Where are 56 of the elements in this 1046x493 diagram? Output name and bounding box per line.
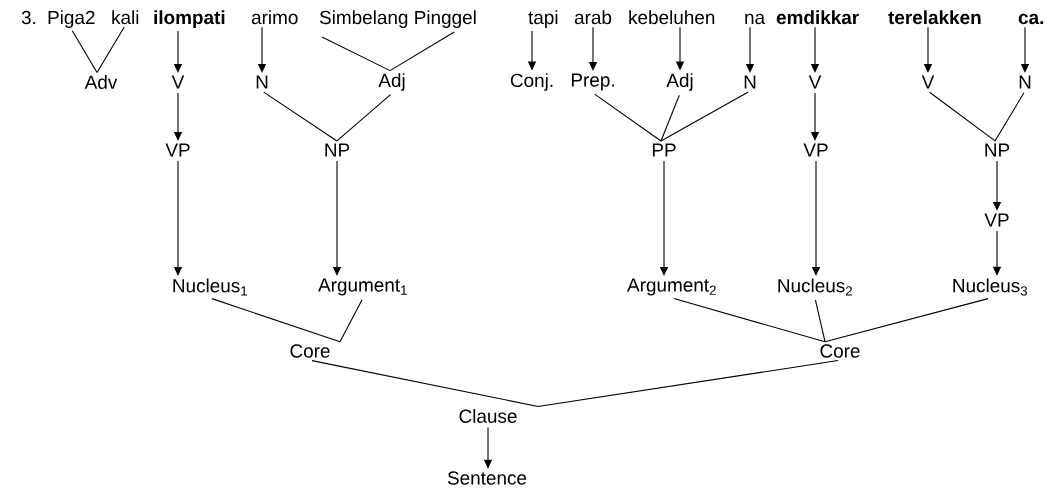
branch-line xyxy=(660,94,680,142)
branch-line xyxy=(594,93,662,142)
branch-line xyxy=(339,299,363,343)
sentence-word: terelakken xyxy=(888,10,981,25)
sentence-word: arab xyxy=(574,10,612,25)
sentence-word: tapi xyxy=(528,10,558,28)
example-number: 3. xyxy=(21,10,36,25)
branch-line xyxy=(929,91,996,142)
branch-line xyxy=(71,30,98,74)
sentence-word: kali xyxy=(112,10,139,25)
sentence-word: na xyxy=(745,13,766,25)
branch-line xyxy=(673,298,826,343)
sentence-word: arimo xyxy=(251,10,298,25)
category-label: Clause xyxy=(459,409,517,423)
category-label: Adj xyxy=(666,73,693,91)
category-label: N xyxy=(256,75,268,89)
sentence-word: kebeluhen xyxy=(629,10,715,25)
branch-line xyxy=(263,91,338,142)
category-label: PP xyxy=(652,143,676,157)
category-label: Conj. xyxy=(510,73,553,91)
sentence-word: Simbelang Pinggel xyxy=(319,10,476,28)
category-label: Argument$_{1}$ xyxy=(318,278,407,296)
sentence-word: Piga2 xyxy=(48,10,95,28)
category-label: VP xyxy=(984,213,1009,227)
bracket-line xyxy=(321,31,455,72)
category-label: Nucleus$_{2}$ xyxy=(778,278,852,296)
branch-line xyxy=(660,91,749,142)
category-label: Sentence xyxy=(447,471,527,485)
sentence-word: ca. xyxy=(1018,13,1044,25)
category-label: NP xyxy=(325,143,350,157)
category-label: VP xyxy=(165,143,190,157)
category-label: Nucleus$_{1}$ xyxy=(173,278,247,296)
category-label: N xyxy=(744,75,756,89)
category-label: Adj xyxy=(378,73,405,91)
branch-line xyxy=(814,299,826,343)
category-label: Core xyxy=(290,344,330,358)
branch-line xyxy=(311,360,539,408)
branch-line xyxy=(824,298,989,343)
category-label: Argument$_{2}$ xyxy=(627,278,716,296)
category-label: Prep. xyxy=(571,73,614,91)
category-label: VP xyxy=(803,143,828,157)
category-label: Nucleus$_{3}$ xyxy=(953,278,1028,296)
branch-line xyxy=(537,360,839,408)
category-label: V xyxy=(808,75,822,89)
branch-line xyxy=(994,92,1025,142)
branch-line xyxy=(211,298,341,343)
sentence-word: emdikkar xyxy=(776,10,859,25)
category-label: Adv xyxy=(84,75,118,89)
category-label: NP xyxy=(985,143,1010,157)
category-label: V xyxy=(171,75,185,89)
category-label: N xyxy=(1019,75,1031,89)
branch-line xyxy=(336,94,392,142)
branch-line xyxy=(96,26,125,74)
category-label: V xyxy=(921,75,935,89)
category-label: Core xyxy=(820,344,860,358)
sentence-word: ilompati xyxy=(154,10,225,28)
